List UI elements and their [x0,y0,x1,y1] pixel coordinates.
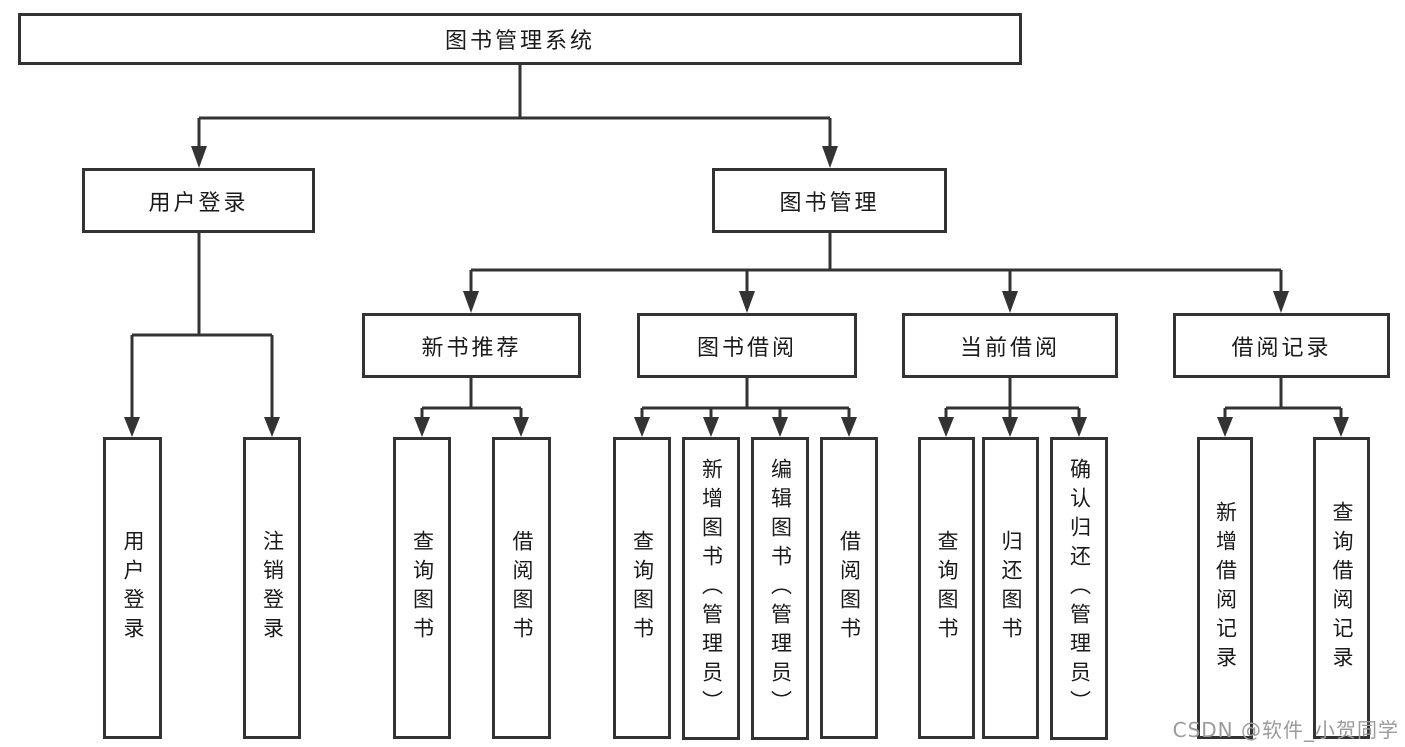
leaf-edit-books-admin: 编辑图书（管理员） [751,437,809,740]
leaf-confirm-return-admin: 确认归还（管理员） [1050,437,1108,740]
connector-book-management-branch [463,233,1289,313]
connector-borrow-records-branch [1217,378,1349,437]
connector-book-borrow-branch [634,378,857,437]
node-book-management: 图书管理 [712,168,947,233]
leaf-query-books-current: 查询图书 [918,437,975,739]
leaf-add-books-admin: 新增图书（管理员） [682,437,740,740]
leaf-logout: 注销登录 [243,437,301,739]
csdn-watermark: CSDN @软件_小贺同学 [1172,718,1399,742]
node-book-borrow: 图书借阅 [637,313,857,378]
connector-new-book-recommend-branch [414,378,529,437]
connector-current-borrow-branch [938,378,1087,437]
node-library-system: 图书管理系统 [18,13,1022,65]
leaf-borrow-books-recommend: 借阅图书 [492,437,551,739]
node-new-book-recommend: 新书推荐 [362,313,581,378]
leaf-query-books-borrow: 查询图书 [613,437,671,739]
leaf-user-login: 用户登录 [103,437,162,739]
leaf-query-borrow-record: 查询借阅记录 [1313,437,1370,739]
node-user-login: 用户登录 [82,168,315,233]
connector-root-to-level2 [191,65,838,168]
connector-user-login-branch [124,233,280,437]
leaf-query-books-recommend: 查询图书 [393,437,451,739]
leaf-borrow-books: 借阅图书 [820,437,878,739]
node-current-borrow: 当前借阅 [902,313,1118,378]
node-borrow-records: 借阅记录 [1173,313,1390,378]
leaf-return-books: 归还图书 [982,437,1039,739]
leaf-add-borrow-record: 新增借阅记录 [1197,437,1253,739]
